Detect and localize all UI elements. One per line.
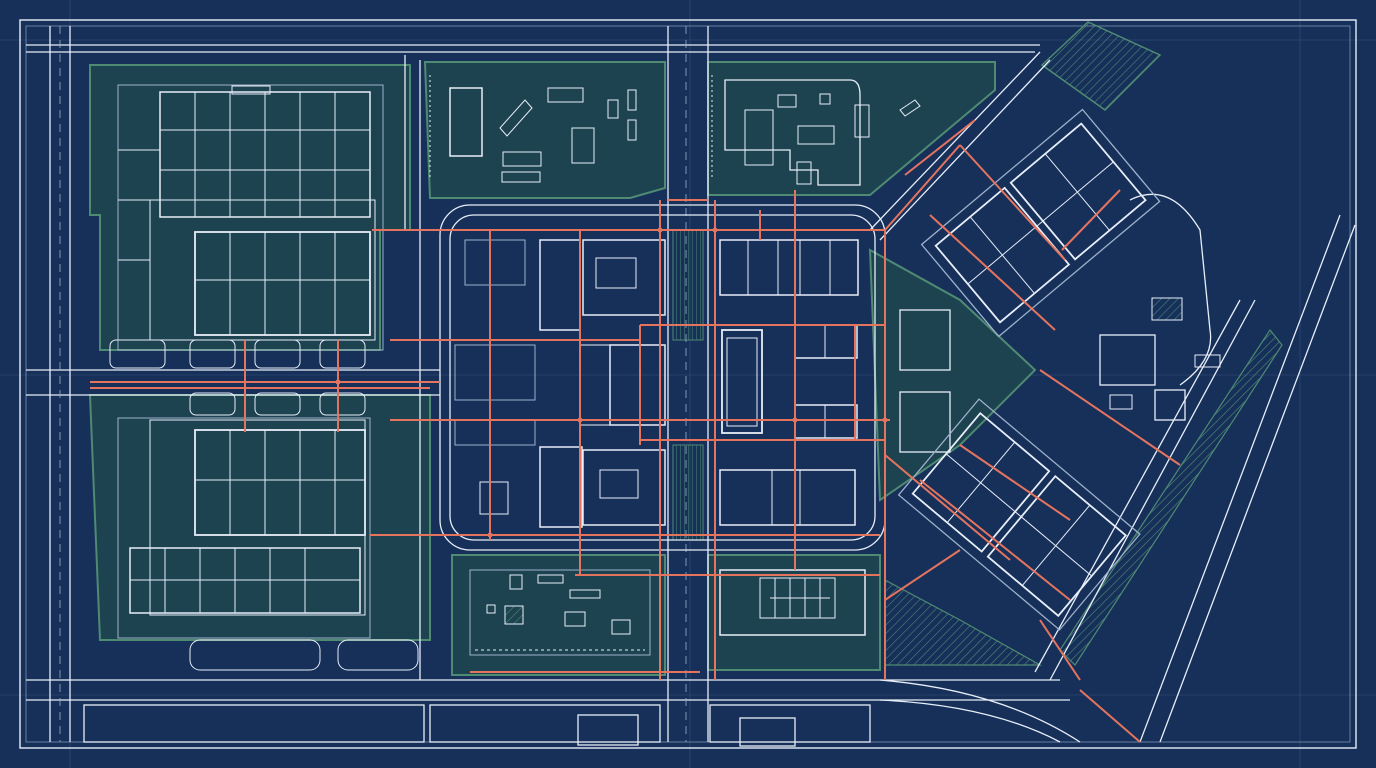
angled-wing-buildings [897,108,1221,631]
wing-north [920,108,1161,338]
green-zone-south-center [451,554,666,676]
parking-lot-south-east [719,569,866,636]
warehouse-north [117,84,384,351]
landscape-areas [88,21,1283,676]
wing-south [897,398,1141,631]
warehouse-south [117,417,419,671]
median-strip-south [672,444,704,541]
parking-lot-south-center [469,569,651,656]
green-zone-southwest [88,394,431,641]
utility-markers [335,227,888,538]
north-small-buildings [449,79,921,186]
green-zone-south-east [707,554,881,671]
green-zone-northwest [89,64,411,351]
green-triangle-northeast [1040,21,1162,111]
warehouse-connectors [109,339,366,416]
green-wedge-center-east [868,248,1037,502]
utility-network [90,119,1181,743]
green-band-east [1059,328,1283,666]
warehouse-blocks [109,84,419,671]
green-zone-north-center [423,61,666,199]
drawing-frame [19,19,1357,749]
parking-lots [429,75,866,656]
median-strip-north [672,229,704,341]
